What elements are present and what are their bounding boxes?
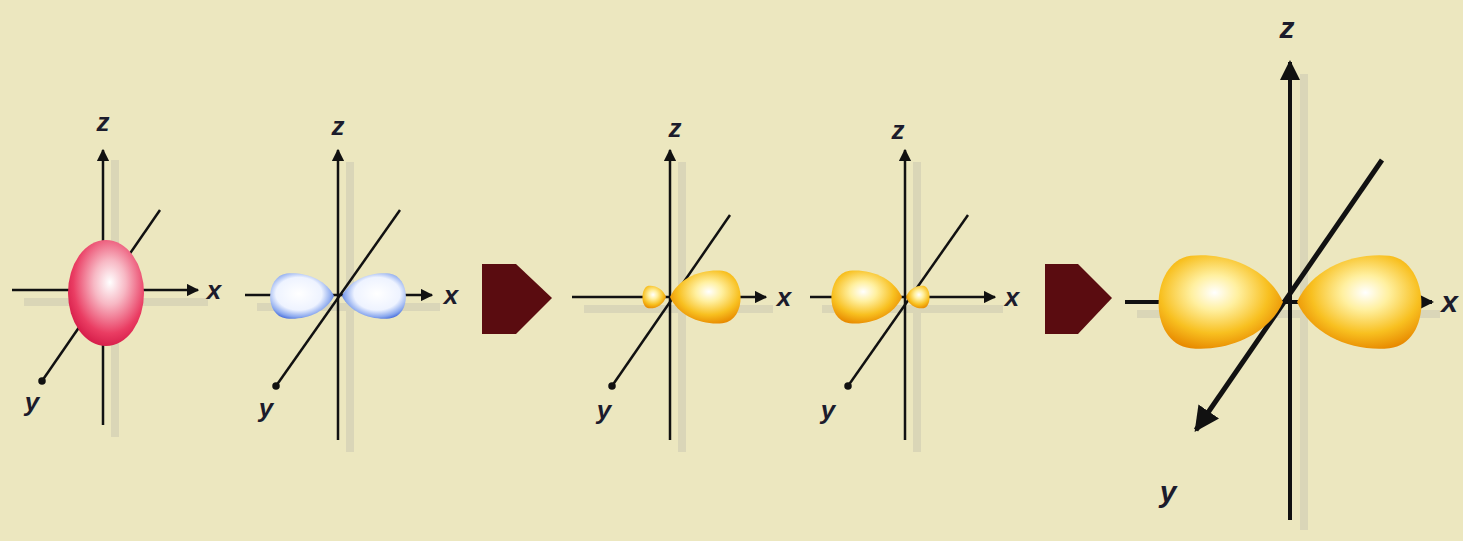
axis-label: y bbox=[259, 395, 273, 421]
axis-label: z bbox=[892, 117, 905, 143]
axis-label: x bbox=[207, 277, 221, 303]
axis-label: z bbox=[1280, 13, 1295, 43]
axis-label: x bbox=[1005, 284, 1019, 310]
axis-label: y bbox=[25, 389, 39, 415]
axis-label: z bbox=[97, 109, 110, 135]
axis-label: z bbox=[669, 115, 682, 141]
block-arrow bbox=[482, 264, 552, 334]
axis-label: y bbox=[1160, 477, 1177, 507]
axis-label: y bbox=[597, 397, 611, 423]
axis-label: x bbox=[444, 282, 458, 308]
block-arrow bbox=[1045, 264, 1112, 334]
axis-label: z bbox=[332, 113, 345, 139]
axis-label: x bbox=[1441, 287, 1458, 317]
axis-label: y bbox=[821, 397, 835, 423]
axis-label: x bbox=[777, 284, 791, 310]
